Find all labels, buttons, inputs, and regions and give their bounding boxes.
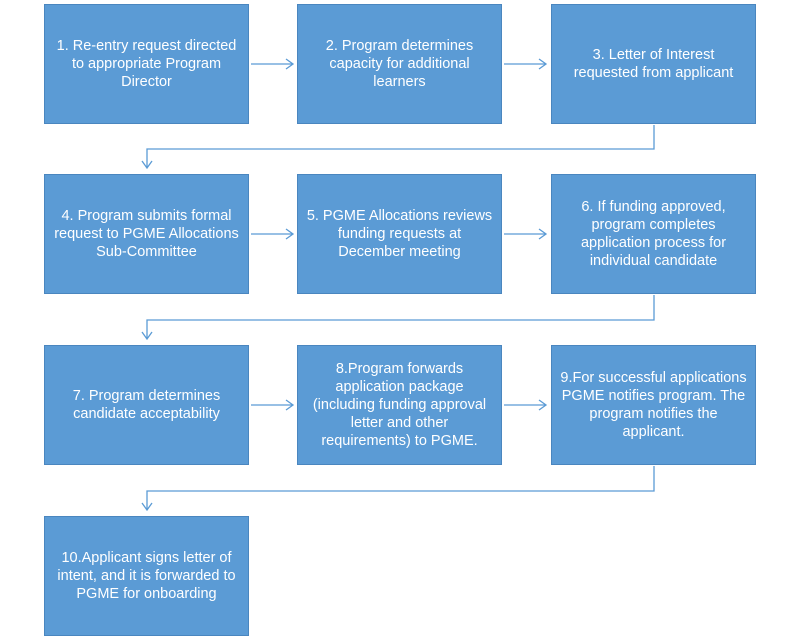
arrow-8-to-9	[504, 399, 548, 411]
step-4-box: 4. Program submits formal request to PGM…	[44, 174, 249, 294]
arrow-1-to-2	[251, 58, 295, 70]
arrow-3-to-4	[141, 125, 655, 170]
step-7-box: 7. Program determines candidate acceptab…	[44, 345, 249, 465]
step-10-text: 10.Applicant signs letter of intent, and…	[57, 550, 236, 602]
step-10-box: 10.Applicant signs letter of intent, and…	[44, 516, 249, 636]
step-2-text: 2. Program determines capacity for addit…	[325, 38, 474, 90]
step-2-box: 2. Program determines capacity for addit…	[297, 4, 502, 124]
arrow-5-to-6	[504, 228, 548, 240]
step-3-box: 3. Letter of Interest requested from app…	[551, 4, 756, 124]
arrow-7-to-8	[251, 399, 295, 411]
step-4-text: 4. Program submits formal request to PGM…	[54, 208, 239, 260]
step-1-box: 1. Re-entry request directed to appropri…	[44, 4, 249, 124]
step-7-text: 7. Program determines candidate acceptab…	[72, 388, 221, 422]
step-9-box: 9.For successful applications PGME notif…	[551, 345, 756, 465]
arrow-6-to-7	[141, 295, 655, 341]
step-9-text: 9.For successful applications PGME notif…	[560, 370, 747, 440]
step-5-box: 5. PGME Allocations reviews funding requ…	[297, 174, 502, 294]
step-6-text: 6. If funding approved, program complete…	[580, 199, 727, 269]
arrow-2-to-3	[504, 58, 548, 70]
arrow-9-to-10	[141, 466, 655, 512]
step-8-text: 8.Program forwards application package (…	[312, 361, 487, 449]
step-6-box: 6. If funding approved, program complete…	[551, 174, 756, 294]
step-3-text: 3. Letter of Interest requested from app…	[573, 47, 734, 81]
step-1-text: 1. Re-entry request directed to appropri…	[56, 38, 237, 90]
arrow-4-to-5	[251, 228, 295, 240]
step-5-text: 5. PGME Allocations reviews funding requ…	[306, 208, 493, 260]
step-8-box: 8.Program forwards application package (…	[297, 345, 502, 465]
